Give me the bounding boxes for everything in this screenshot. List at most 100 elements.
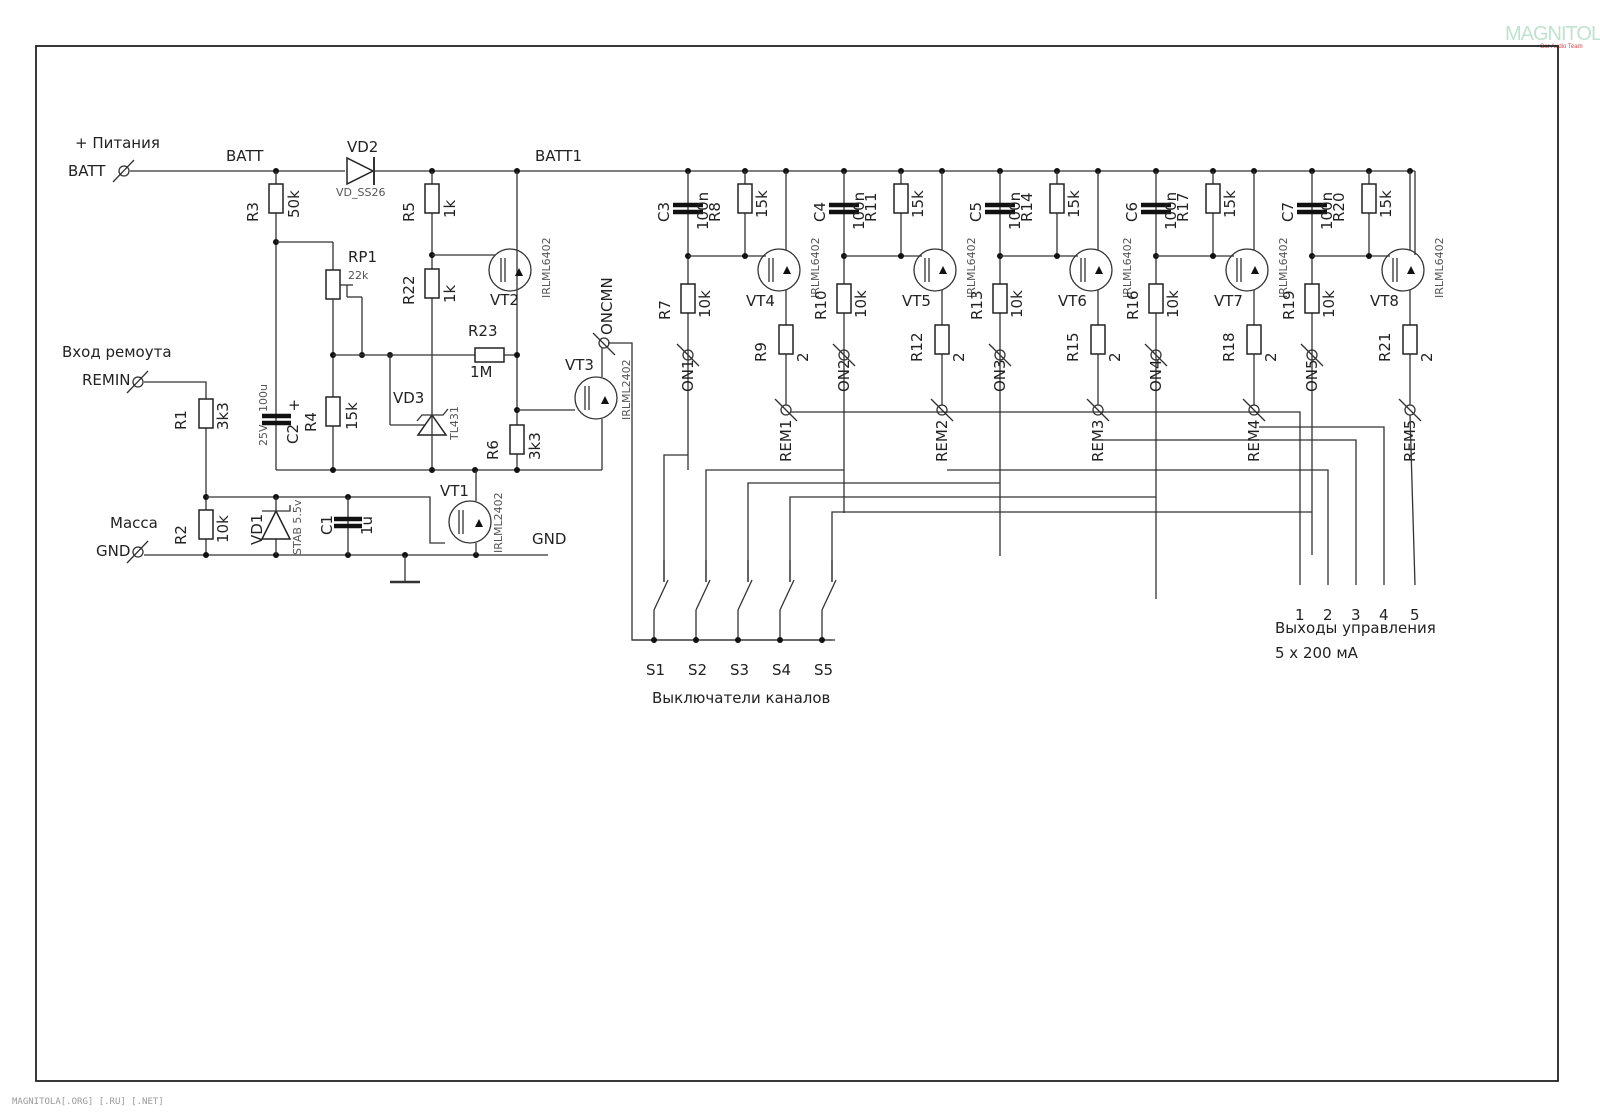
R6-ref: R6: [484, 440, 502, 460]
C1-value: 1u: [358, 516, 376, 535]
resistor-R5: [424, 183, 440, 214]
remin-caption: Вход ремоута: [62, 343, 172, 361]
output-5: 5: [1410, 606, 1420, 624]
R19-value: 10k: [1320, 290, 1338, 318]
resistor-R1: [198, 398, 214, 429]
output-label: 4: [1379, 606, 1389, 624]
C4-ref: C4: [811, 202, 829, 222]
switch-s5[interactable]: S5: [814, 560, 837, 679]
R4-value: 15k: [343, 402, 361, 430]
R9-ref: R9: [752, 342, 770, 362]
R23-ref: R23: [468, 322, 498, 340]
VT4-ref: VT4: [746, 292, 775, 310]
mosfet-VT6: [1069, 248, 1113, 292]
R14-ref: R14: [1018, 192, 1036, 222]
resistor-R10: [836, 283, 852, 314]
R21-ref: R21: [1376, 332, 1394, 362]
remin-terminal: [126, 370, 149, 394]
VT6-value: IRLML6402: [1121, 237, 1134, 298]
resistor-R2: [198, 509, 214, 540]
rem2-terminal: [936, 404, 948, 416]
R4-ref: R4: [302, 412, 320, 432]
C3-ref: C3: [655, 202, 673, 222]
on3-terminal: [994, 349, 1006, 361]
VD3-value: TL431: [448, 406, 461, 441]
resistor-R6: [509, 424, 525, 455]
on1-terminal: [682, 349, 694, 361]
C6-ref: C6: [1123, 202, 1141, 222]
R16-ref: R16: [1124, 290, 1142, 320]
R8-value: 15k: [753, 190, 771, 218]
capacitor-C2: [262, 413, 291, 426]
VT3-ref: VT3: [565, 356, 594, 374]
net-on2: ON2: [835, 359, 853, 392]
net-on1: ON1: [679, 359, 697, 392]
VT3-value: IRLML2402: [620, 359, 633, 420]
gnd-terminal-label: GND: [96, 542, 130, 560]
zener-VD1: [260, 505, 292, 540]
R18-value: 2: [1262, 352, 1280, 362]
switch-s3[interactable]: S3: [730, 560, 753, 679]
net-on4: ON4: [1147, 359, 1165, 392]
on5-terminal: [1306, 349, 1318, 361]
switch-s2[interactable]: S2: [688, 560, 711, 679]
resistor-R20: [1361, 183, 1377, 214]
switch-label: S5: [814, 661, 833, 679]
output-1: 1: [1295, 606, 1305, 624]
R3-value: 50k: [285, 190, 303, 218]
C3-value: 100n: [694, 192, 712, 230]
footer-watermark: MAGNITOLA[.ORG] [.RU] [.NET]: [12, 1097, 164, 1107]
R15-value: 2: [1106, 352, 1124, 362]
C7-ref: C7: [1279, 202, 1297, 222]
VT8-value: IRLML6402: [1433, 237, 1446, 298]
VT5-value: IRLML6402: [965, 237, 978, 298]
VT6-ref: VT6: [1058, 292, 1087, 310]
net-rem5: REM5: [1401, 420, 1419, 462]
potentiometer-RP1: [325, 269, 341, 300]
C2-plus: +: [288, 396, 301, 414]
R16-value: 10k: [1164, 290, 1182, 318]
mosfet-VT3: [574, 376, 618, 420]
net-batt: BATT: [226, 147, 264, 165]
C6-value: 100n: [1162, 192, 1180, 230]
output-3: 3: [1351, 606, 1361, 624]
switch-label: S3: [730, 661, 749, 679]
watermark-logo: MAGNITOLA: [1505, 23, 1600, 45]
resistor-R14: [1049, 183, 1065, 214]
resistor-R22: [424, 268, 440, 299]
VT1-value: IRLML2402: [492, 492, 505, 553]
net-on3: ON3: [991, 359, 1009, 392]
batt-terminal: [112, 159, 135, 183]
switch-label: S4: [772, 661, 791, 679]
VT2-ref: VT2: [490, 291, 519, 309]
R20-value: 15k: [1377, 190, 1395, 218]
resistor-R3: [268, 183, 284, 214]
outputs-rating: 5 x 200 мА: [1275, 644, 1359, 662]
mosfet-VT5: [913, 248, 957, 292]
output-4: 4: [1379, 606, 1389, 624]
RP1-value: 22k: [348, 269, 369, 282]
output-2: 2: [1323, 606, 1333, 624]
R13-ref: R13: [968, 290, 986, 320]
resistor-R9: [778, 324, 794, 355]
R21-value: 2: [1418, 352, 1436, 362]
resistor-R8: [737, 183, 753, 214]
switch-s1[interactable]: S1: [646, 560, 669, 679]
switch-label: S1: [646, 661, 665, 679]
mosfet-VT8: [1381, 248, 1425, 292]
output-label: 3: [1351, 606, 1361, 624]
R19-ref: R19: [1280, 290, 1298, 320]
resistor-R21: [1402, 324, 1418, 355]
net-batt1: BATT1: [535, 147, 582, 165]
net-oncmn: ONCMN: [598, 277, 616, 335]
switch-s4[interactable]: S4: [772, 560, 795, 679]
C1-ref: C1: [318, 515, 336, 535]
mosfet-VT1: [448, 500, 492, 544]
R5-value: 1k: [441, 199, 459, 218]
